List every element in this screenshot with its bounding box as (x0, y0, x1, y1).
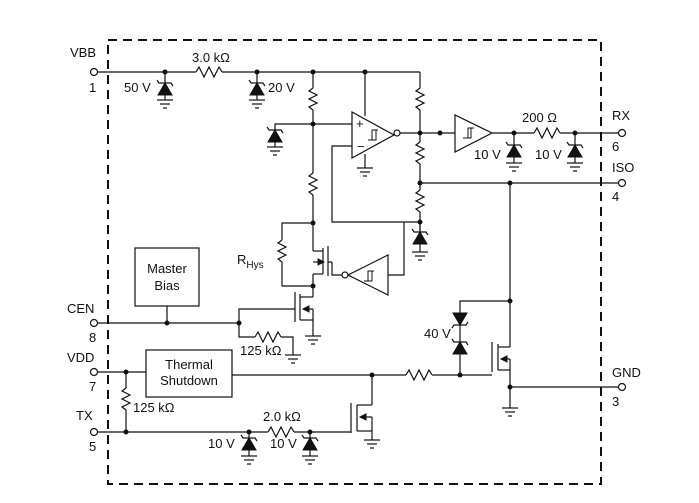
vdd-pin: VDD 7 (67, 350, 99, 394)
zener-input-clamp (266, 123, 313, 156)
resistor-gate (405, 368, 433, 382)
cen-pin: CEN 8 (67, 301, 99, 345)
receiver-comparator: + − (351, 110, 401, 160)
zener-20v-label: 20 V (268, 80, 295, 95)
resistor-cen-label: 125 kΩ (240, 343, 282, 358)
resistor-vdd-label: 125 kΩ (133, 400, 175, 415)
gnd-pin-number: 3 (612, 394, 619, 409)
cen-mosfet (294, 292, 321, 345)
gnd-pin-name: GND (612, 365, 641, 380)
divider-resistor-lower (307, 172, 319, 251)
zener-rx-2: 10 V (535, 133, 584, 172)
tx-pin-name: TX (76, 408, 93, 423)
resistor-2k-label: 2.0 kΩ (263, 409, 301, 424)
package-outline (107, 39, 602, 485)
iso-pin-number: 4 (612, 189, 619, 204)
cen-pin-name: CEN (67, 301, 94, 316)
hysteresis-inverter (341, 254, 389, 296)
svg-text:−: − (357, 139, 365, 154)
divider-resistor-upper (307, 72, 319, 173)
zener-20v: 20 V (248, 72, 295, 109)
vbb-pin-name: VBB (70, 45, 96, 60)
resistor-200-label: 200 Ω (522, 110, 557, 125)
iso-pin: ISO 4 (612, 160, 634, 204)
rhys-resistor: RHys (237, 222, 313, 287)
rx-buffer (454, 114, 494, 153)
reference-divider (414, 72, 426, 232)
hysteresis-mosfet (312, 246, 332, 286)
tx-mosfet (350, 375, 380, 449)
resistor-3k: 3.0 kΩ (192, 50, 230, 79)
resistor-3k-label: 3.0 kΩ (192, 50, 230, 65)
rhys-label: RHys (237, 252, 264, 271)
zener-tx-1: 10 V (208, 432, 258, 465)
zener-40v-label: 40 V (424, 326, 451, 341)
resistor-2k: 2.0 kΩ (263, 409, 301, 439)
zener-rx-1-label: 10 V (474, 147, 501, 162)
rx-pin: RX 6 (612, 108, 630, 154)
zener-40v-pair: 40 V (424, 300, 510, 375)
thermal-shutdown-line2: Shutdown (160, 373, 218, 388)
zener-tx-1-label: 10 V (208, 436, 235, 451)
rx-pin-number: 6 (612, 139, 619, 154)
iso-output-mosfet (491, 342, 518, 417)
resistor-cen-125k: 125 kΩ (238, 323, 301, 364)
iso-pin-name: ISO (612, 160, 634, 175)
resistor-vdd-125k: 125 kΩ (120, 372, 175, 432)
zener-rx-2-label: 10 V (535, 147, 562, 162)
master-bias-line2: Bias (154, 278, 180, 293)
svg-text:+: + (356, 116, 364, 131)
vdd-pin-number: 7 (89, 379, 96, 394)
tx-pin: TX 5 (76, 408, 99, 454)
rx-pin-name: RX (612, 108, 630, 123)
vdd-pin-name: VDD (67, 350, 94, 365)
zener-50v-label: 50 V (124, 80, 151, 95)
thermal-shutdown-block: Thermal Shutdown (145, 349, 233, 398)
vbb-pin-number: 1 (89, 80, 96, 95)
master-bias-block: Master Bias (134, 247, 200, 307)
zener-divider-clamp (411, 228, 429, 261)
master-bias-line1: Master (147, 261, 187, 276)
zener-rx-1: 10 V (474, 133, 523, 172)
zener-tx-2: 10 V (270, 432, 319, 465)
thermal-shutdown-line1: Thermal (165, 357, 213, 372)
zener-50v: 50 V (124, 72, 174, 109)
zener-tx-2-label: 10 V (270, 436, 297, 451)
vbb-pin: VBB 1 (70, 45, 99, 95)
resistor-200: 200 Ω (522, 110, 561, 140)
cen-pin-number: 8 (89, 330, 96, 345)
gnd-pin: GND 3 (612, 365, 641, 409)
tx-pin-number: 5 (89, 439, 96, 454)
